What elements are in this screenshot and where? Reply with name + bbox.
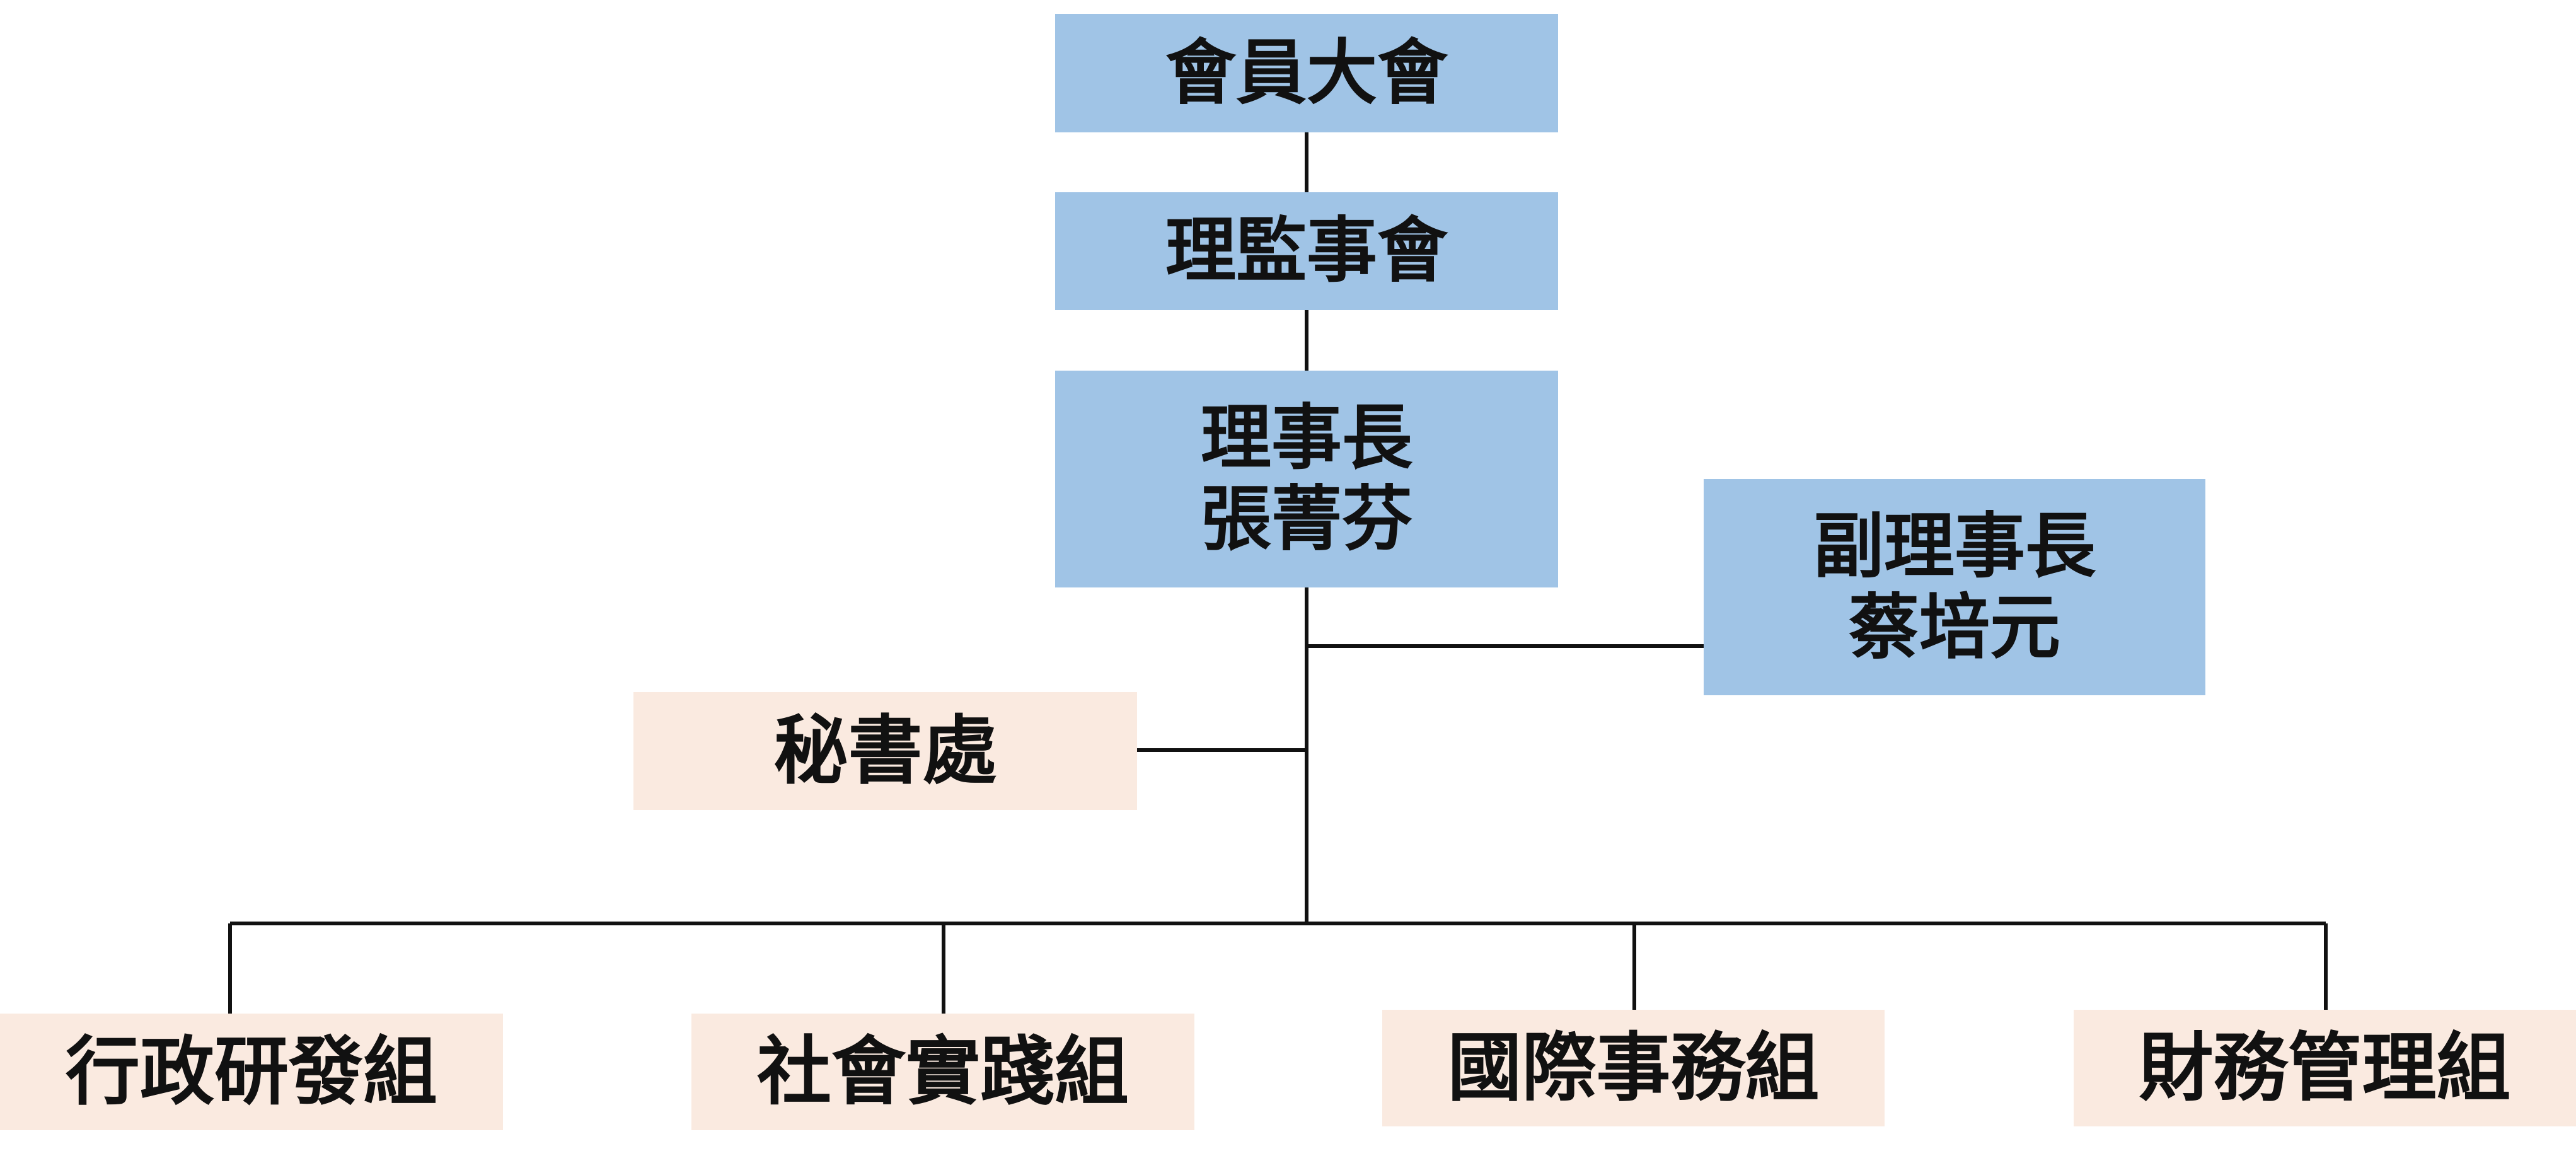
vice-chairperson-title: 副理事長 <box>1813 505 2096 587</box>
board-of-directors-box: 理監事會 <box>1055 192 1558 310</box>
general-assembly-box: 會員大會 <box>1055 14 1558 132</box>
group-label: 社會實踐組 <box>756 1027 1129 1115</box>
secretariat-box: 秘書處 <box>633 692 1137 810</box>
secretariat-label: 秘書處 <box>773 707 997 794</box>
chairperson-box: 理事長 張菁芬 <box>1055 371 1558 587</box>
group-box-admin-research: 行政研發組 <box>0 1014 503 1130</box>
group-box-international-affairs: 國際事務組 <box>1382 1010 1885 1126</box>
vice-chairperson-name: 蔡培元 <box>1849 586 2060 669</box>
group-label: 國際事務組 <box>1447 1024 1820 1111</box>
group-label: 財務管理組 <box>2139 1024 2511 1111</box>
vice-chairperson-box: 副理事長 蔡培元 <box>1704 479 2205 695</box>
group-box-social-practice: 社會實踐組 <box>691 1014 1194 1130</box>
general-assembly-label: 會員大會 <box>1165 32 1448 114</box>
chairperson-title: 理事長 <box>1201 397 1412 480</box>
board-of-directors-label: 理監事會 <box>1165 210 1448 292</box>
chairperson-name: 張菁芬 <box>1201 478 1412 560</box>
group-box-finance: 財務管理組 <box>2074 1010 2576 1126</box>
group-label: 行政研發組 <box>65 1027 437 1115</box>
